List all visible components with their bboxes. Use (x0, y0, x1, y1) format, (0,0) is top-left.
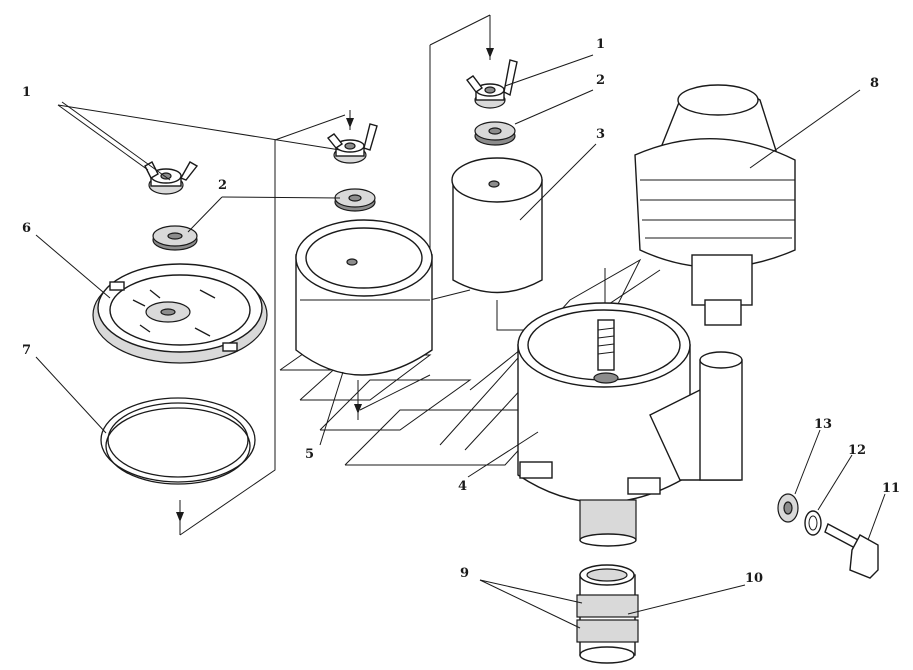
arrow-down-icon (176, 512, 184, 522)
precleaner-cap (634, 84, 796, 326)
callout-6: 6 (22, 221, 31, 236)
arrow-down-icon (346, 118, 354, 128)
filter-housing (517, 302, 743, 547)
leader-lines (35, 54, 886, 629)
callout-labels: 1 1 2 2 3 4 5 6 7 8 9 10 11 12 13 (22, 37, 900, 586)
callout-11: 11 (882, 481, 900, 496)
callout-7: 7 (22, 343, 31, 358)
washer-right (474, 121, 516, 146)
callout-12: 12 (848, 443, 866, 458)
bolt-11 (824, 523, 879, 579)
callout-9: 9 (460, 566, 469, 581)
arrow-down-icon (486, 48, 494, 58)
callout-13: 13 (814, 417, 832, 432)
callout-1-left: 1 (22, 85, 31, 100)
washer-13 (777, 493, 799, 523)
washer-left (152, 225, 198, 251)
callout-2-left: 2 (218, 178, 227, 193)
spring-washer-12 (804, 510, 822, 536)
arrow-down-icon (354, 404, 362, 414)
callout-3: 3 (596, 127, 605, 142)
callout-8: 8 (870, 76, 879, 91)
callout-5: 5 (305, 447, 314, 462)
callout-1-right: 1 (596, 37, 605, 52)
gasket-ring (100, 397, 256, 485)
wing-nut-left (144, 161, 199, 195)
wing-nut-right (465, 59, 518, 109)
filter-cartridge (451, 157, 543, 294)
wing-nut-middle (326, 123, 378, 164)
callout-2-right: 2 (596, 73, 605, 88)
callout-10: 10 (745, 571, 763, 586)
washer-middle (334, 188, 376, 212)
cover-plate (92, 263, 268, 364)
drain-valve (576, 564, 639, 664)
filter-element (295, 219, 433, 376)
callout-4: 4 (458, 479, 467, 494)
